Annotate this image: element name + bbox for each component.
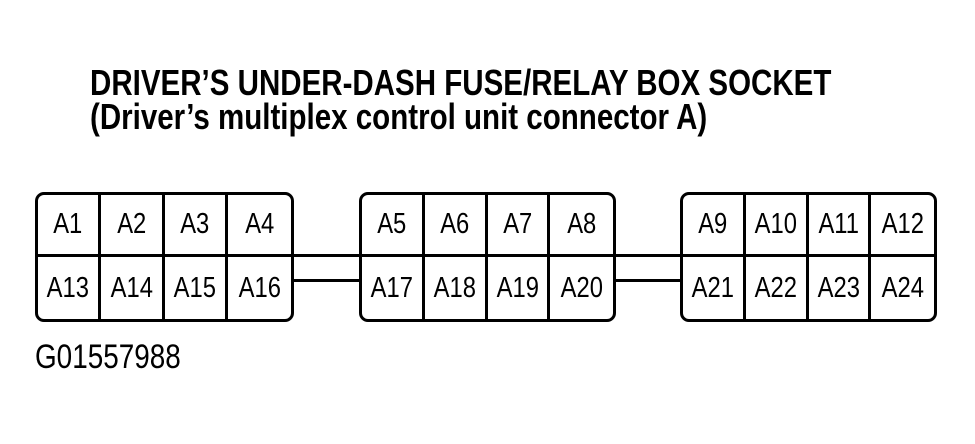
- cell-a15-label: A15: [173, 271, 216, 304]
- cell-a13: A13: [38, 257, 102, 319]
- cell-a14: A14: [101, 257, 165, 319]
- diagram-title-line2: (Driver’s multiplex control unit connect…: [90, 96, 708, 137]
- diagram-title-line1: DRIVER’S UNDER-DASH FUSE/RELAY BOX SOCKE…: [90, 62, 832, 103]
- cell-a24-label: A24: [881, 271, 924, 304]
- cell-a14-label: A14: [110, 271, 153, 304]
- bridge-line-right-bottom: [613, 279, 683, 282]
- cell-a13-label: A13: [46, 271, 90, 304]
- cell-a10-label: A10: [754, 208, 797, 240]
- figure-code: G01557988: [35, 338, 181, 376]
- cell-a20: A20: [550, 257, 613, 319]
- cell-a11-label: A11: [818, 208, 859, 240]
- cell-a19-label: A19: [496, 271, 539, 304]
- cell-a17-label: A17: [370, 271, 414, 304]
- bridge-line-left-bottom: [292, 279, 362, 282]
- cell-a2: A2: [101, 195, 165, 257]
- cell-a18-label: A18: [433, 271, 476, 304]
- cell-a12: A12: [871, 195, 934, 257]
- socket-block-3: A9 A10 A11 A12 A21 A22 A23 A24: [680, 192, 937, 322]
- cell-a5-label: A5: [377, 208, 407, 240]
- cell-a6: A6: [424, 195, 488, 257]
- cell-a9-label: A9: [698, 208, 728, 240]
- cell-a16-label: A16: [238, 271, 281, 304]
- cell-a4-label: A4: [244, 208, 274, 240]
- cell-a11: A11: [808, 195, 872, 257]
- cell-a23: A23: [809, 257, 872, 319]
- cell-a8-label: A8: [567, 208, 597, 240]
- cell-a9: A9: [683, 195, 746, 257]
- cell-a12-label: A12: [881, 208, 924, 240]
- cell-a5: A5: [362, 195, 425, 257]
- cell-a3-label: A3: [180, 208, 210, 240]
- cell-a18: A18: [425, 257, 488, 319]
- cell-a7: A7: [487, 195, 551, 257]
- cell-a7-label: A7: [502, 208, 532, 240]
- cell-a17: A17: [362, 257, 425, 319]
- socket-block-1: A1 A2 A3 A4 A13 A14 A15 A16: [35, 192, 294, 322]
- cell-a10: A10: [745, 195, 809, 257]
- bridge-line-right-top: [613, 254, 683, 257]
- cell-a8: A8: [550, 195, 613, 257]
- cell-a2-label: A2: [116, 208, 146, 240]
- cell-a1-label: A1: [53, 208, 83, 240]
- cell-a19: A19: [488, 257, 551, 319]
- cell-a22: A22: [746, 257, 809, 319]
- cell-a3: A3: [164, 195, 228, 257]
- cell-a21: A21: [683, 257, 746, 319]
- cell-a15: A15: [165, 257, 228, 319]
- cell-a6-label: A6: [440, 208, 470, 240]
- cell-a4: A4: [227, 195, 291, 257]
- cell-a23-label: A23: [817, 271, 860, 304]
- cell-a22-label: A22: [754, 271, 797, 304]
- cell-a16: A16: [228, 257, 291, 319]
- cell-a1: A1: [38, 195, 102, 257]
- cell-a21-label: A21: [691, 271, 735, 304]
- socket-block-2: A5 A6 A7 A8 A17 A18 A19 A20: [359, 192, 616, 322]
- bridge-line-left-top: [292, 254, 362, 257]
- diagram-title: DRIVER’S UNDER-DASH FUSE/RELAY BOX SOCKE…: [90, 62, 935, 137]
- cell-a24: A24: [871, 257, 934, 319]
- cell-a20-label: A20: [560, 271, 603, 304]
